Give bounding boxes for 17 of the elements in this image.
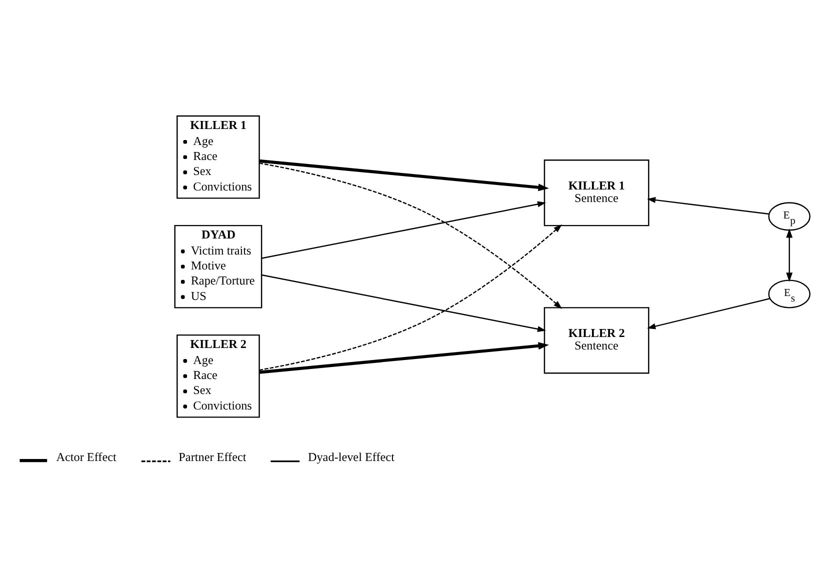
legend-label: Actor Effect: [56, 450, 116, 464]
arrow: [259, 162, 562, 308]
node-box: KILLER 2 Sentence: [544, 306, 650, 374]
arrow: [259, 158, 549, 191]
arrow: [262, 274, 546, 332]
arrow: [786, 228, 793, 282]
arrow: [259, 342, 549, 374]
node-box: KILLER 1 Sentence: [544, 159, 650, 226]
node-box: KILLER 1 Age Race Sex Convictions: [176, 114, 260, 198]
legend-label: Partner Effect: [178, 450, 246, 464]
arrow: [259, 224, 562, 370]
arrow: [647, 297, 770, 329]
node-box: DYAD Victim traits Motive Rape/Torture US: [174, 224, 262, 308]
arrow: [647, 196, 770, 214]
legend-label: Dyad-level Effect: [308, 450, 394, 464]
arrow: [262, 200, 546, 258]
node-box: KILLER 2 Age Race Sex Convictions: [176, 334, 260, 418]
